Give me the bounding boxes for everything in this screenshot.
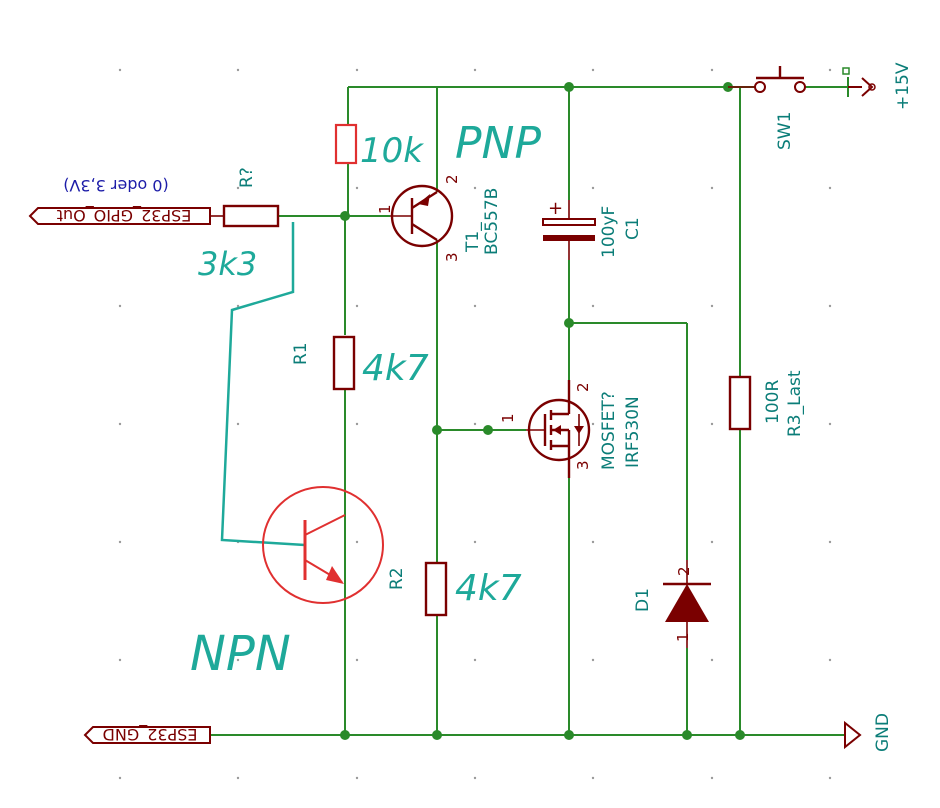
grid-dot <box>591 422 595 426</box>
grid-dot <box>118 68 122 72</box>
grid-dot <box>473 540 477 544</box>
grid-dot <box>118 304 122 308</box>
grid-dot <box>473 68 477 72</box>
r2-ref: R2 <box>387 567 407 590</box>
t1-ref: T1_ <box>463 222 483 253</box>
voltage-note: (0 oder 3,3V) <box>63 176 169 195</box>
grid-dot <box>828 540 832 544</box>
c1-plus: + <box>548 198 563 219</box>
r-in-ref: R? <box>237 167 257 188</box>
grid-dot <box>828 776 832 780</box>
grid-dot <box>473 776 477 780</box>
switch-sw1: SW1 <box>728 66 806 150</box>
hand-3k3: 3k3 <box>198 245 257 283</box>
hand-pnp: PNP <box>455 118 541 169</box>
gpio-out-port: ESP32_GPIO_Out <box>28 205 211 225</box>
grid-dot <box>236 776 240 780</box>
grid-dot <box>118 422 122 426</box>
hand-npn: NPN <box>190 626 291 682</box>
resistor-10k-handdrawn <box>334 123 358 165</box>
grid-dot <box>591 658 595 662</box>
grid-dot <box>236 304 240 308</box>
mosfet-pin-d: 2 <box>574 382 592 392</box>
resistor-r3: 100R R3_Last <box>728 370 805 437</box>
grid-dot <box>591 68 595 72</box>
grid-dot <box>828 658 832 662</box>
grid-dot <box>236 186 240 190</box>
resistor-r2: R2 <box>387 561 448 617</box>
gnd-label: GND <box>873 713 893 752</box>
gnd-port-label: ESP32_GND <box>103 724 198 744</box>
grid-dot <box>828 422 832 426</box>
plus15v-label: +15V <box>893 62 913 110</box>
sw1-ref: SW1 <box>775 112 795 150</box>
t1-pin-b: 1 <box>376 204 394 214</box>
grid-dot <box>355 186 359 190</box>
grid-dot <box>355 540 359 544</box>
grid-dot <box>118 186 122 190</box>
grid-dots <box>118 68 832 780</box>
grid-dot <box>710 422 714 426</box>
grid-dot <box>710 186 714 190</box>
grid-dot <box>355 776 359 780</box>
c1-ref: C1 <box>623 217 643 240</box>
t1-value: BC557B <box>482 188 502 255</box>
t1-pin-e: 3 <box>443 252 461 262</box>
mosfet-ref: MOSFET? <box>599 391 619 470</box>
grid-dot <box>828 304 832 308</box>
grid-dot <box>236 422 240 426</box>
grid-dot <box>118 540 122 544</box>
r3-value: 100R <box>763 380 783 424</box>
grid-dot <box>828 186 832 190</box>
d1-ref: D1 <box>633 588 653 612</box>
gnd-port: ESP32_GND <box>83 724 211 744</box>
grid-dot <box>473 304 477 308</box>
grid-dot <box>473 422 477 426</box>
hand-r2-4k7: 4k7 <box>455 568 522 609</box>
resistor-r1: R1 <box>291 335 356 391</box>
transistor-t1: 1 2 3 T1_ BC557B <box>376 174 502 262</box>
grid-dot <box>473 658 477 662</box>
r1-ref: R1 <box>291 342 311 365</box>
grid-dot <box>710 540 714 544</box>
wires <box>210 86 848 736</box>
d1-pin-2: 2 <box>675 566 693 576</box>
gpio-out-label: ESP32_GPIO_Out <box>57 205 192 225</box>
grid-dot <box>355 422 359 426</box>
grid-dot <box>710 304 714 308</box>
hand-10k: 10k <box>360 131 424 171</box>
grid-dot <box>591 776 595 780</box>
handwritten-annotations: 10k PNP 3k3 4k7 4k7 NPN <box>190 118 541 682</box>
grid-dot <box>828 68 832 72</box>
d1-pin-1: 1 <box>674 632 692 642</box>
grid-dot <box>591 186 595 190</box>
mosfet: 1 2 3 MOSFET? IRF530N <box>499 380 643 478</box>
grid-dot <box>355 68 359 72</box>
capacitor-c1: + 100yF C1 <box>542 198 643 260</box>
grid-dot <box>236 68 240 72</box>
mosfet-pin-s: 3 <box>574 460 592 470</box>
resistor-r-in: R? <box>210 167 280 228</box>
r3-ref: R3_Last <box>785 370 805 437</box>
t1-pin-c: 2 <box>443 174 461 184</box>
c1-value: 100yF <box>599 206 619 258</box>
grid-dot <box>710 658 714 662</box>
power-plus15v: +15V <box>842 62 913 110</box>
mosfet-value: IRF530N <box>623 396 643 468</box>
hand-r1-4k7: 4k7 <box>362 348 429 389</box>
grid-dot <box>591 540 595 544</box>
mosfet-pin-g: 1 <box>499 413 517 423</box>
grid-dot <box>118 776 122 780</box>
grid-dot <box>591 304 595 308</box>
diode-d1: 2 1 D1 <box>633 560 711 648</box>
grid-dot <box>355 304 359 308</box>
power-gnd: GND <box>844 713 893 752</box>
grid-dot <box>710 776 714 780</box>
grid-dot <box>118 658 122 662</box>
grid-dot <box>236 658 240 662</box>
grid-dot <box>355 658 359 662</box>
grid-dot <box>710 68 714 72</box>
grid-dot <box>473 186 477 190</box>
